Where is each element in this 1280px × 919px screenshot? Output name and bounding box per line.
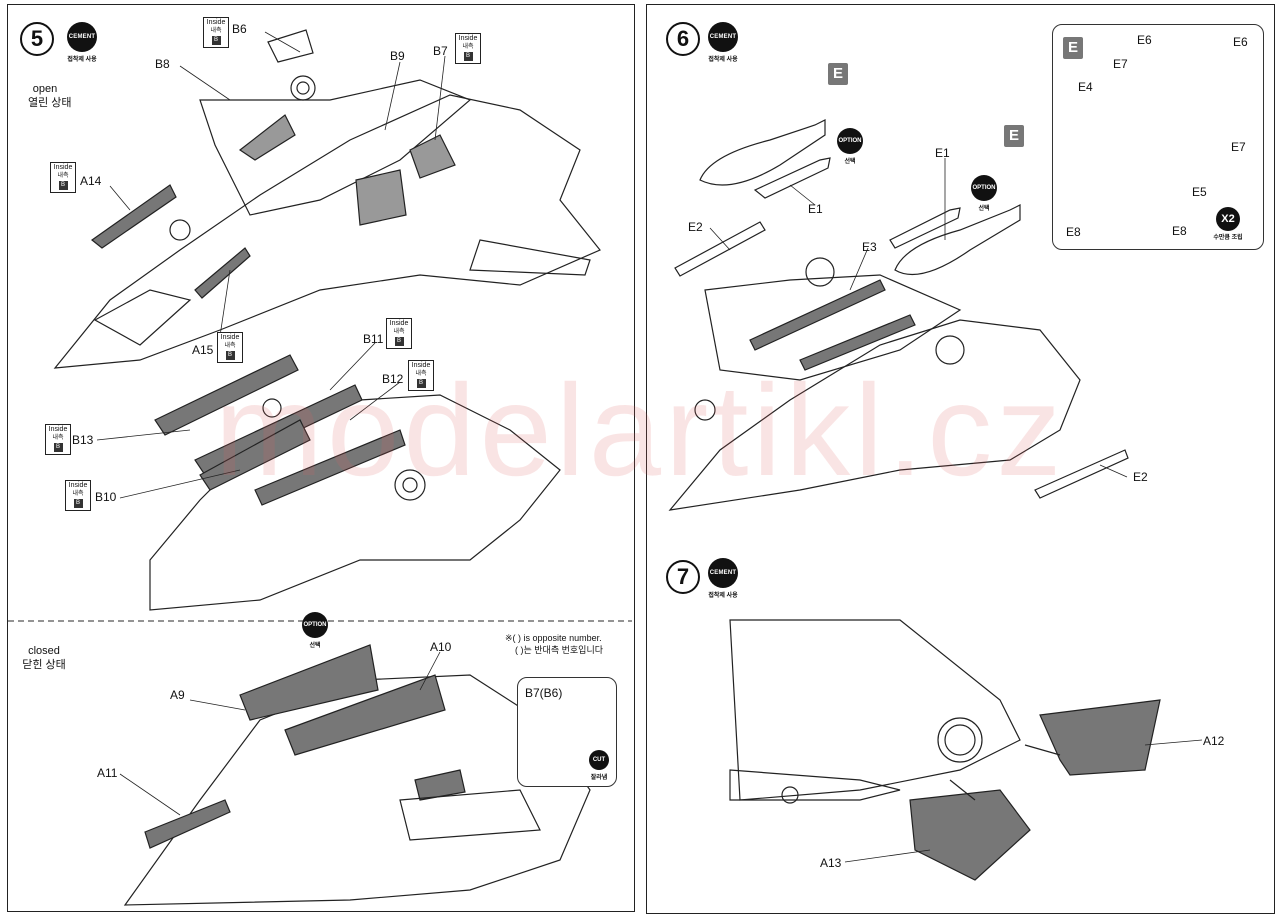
cut-caption: 잘라냄 xyxy=(590,775,608,781)
cement-caption: 접착제 사용 xyxy=(708,57,738,63)
cement-caption: 접착제 사용 xyxy=(67,57,97,63)
inside-icon: B xyxy=(416,379,426,388)
part-label-e8-b: E8 xyxy=(1172,224,1187,238)
step-6-cement-mark: CEMENT 접착제 사용 xyxy=(689,22,757,63)
inside-icon: B xyxy=(73,499,83,508)
part-label-a12: A12 xyxy=(1203,734,1225,748)
x2-caption: 수만큼 조립 xyxy=(1213,235,1243,241)
part-label-e1-a: E1 xyxy=(808,202,823,216)
inset-b7-label: B7(B6) xyxy=(525,686,563,700)
inset-e-badge: E xyxy=(1063,37,1083,59)
part-label-b7: B7 xyxy=(433,44,448,58)
part-label-a9: A9 xyxy=(170,688,185,702)
cut-icon: CUT xyxy=(589,750,609,770)
option-caption: 선택 xyxy=(309,643,321,649)
b7-detail-inset: B7(B6) CUT 잘라냄 xyxy=(517,677,617,787)
cement-icon: CEMENT xyxy=(708,558,738,588)
step-7-number: 7 xyxy=(666,560,700,594)
part-label-e4: E4 xyxy=(1078,80,1093,94)
part-label-e7-b: E7 xyxy=(1231,140,1246,154)
cement-icon: CEMENT xyxy=(67,22,97,52)
option-caption: 선택 xyxy=(844,159,856,165)
step-7-cement-mark: CEMENT 접착제 사용 xyxy=(689,558,757,599)
inside-icon: B xyxy=(53,443,63,452)
inside-icon: B xyxy=(58,181,68,190)
inside-icon: B xyxy=(463,52,473,61)
e-sprue-badge-1: E xyxy=(828,63,848,85)
inside-icon: B xyxy=(225,351,235,360)
inside-icon: B xyxy=(211,36,221,45)
step-6-option-mark-1: OPTION 선택 xyxy=(819,128,881,165)
part-label-e7-a: E7 xyxy=(1113,57,1128,71)
part-label-e6-a: E6 xyxy=(1137,33,1152,47)
cut-mark: CUT 잘라냄 xyxy=(568,750,630,781)
part-label-e8-a: E8 xyxy=(1066,225,1081,239)
step-5-number: 5 xyxy=(20,22,54,56)
part-label-e3: E3 xyxy=(862,240,877,254)
part-label-b10: B10 xyxy=(95,490,117,504)
option-icon: OPTION xyxy=(302,612,328,638)
cement-icon: CEMENT xyxy=(708,22,738,52)
part-label-a10: A10 xyxy=(430,640,452,654)
part-label-a13: A13 xyxy=(820,856,842,870)
part-label-e2-a: E2 xyxy=(688,220,703,234)
x2-icon: X2 xyxy=(1216,207,1240,231)
part-label-b12: B12 xyxy=(382,372,404,386)
part-label-a14: A14 xyxy=(80,174,102,188)
step-5-cement-mark: CEMENT 접착제 사용 xyxy=(48,22,116,63)
assemble-x2-mark: X2 수만큼 조립 xyxy=(1197,207,1259,241)
option-icon: OPTION xyxy=(837,128,863,154)
part-label-a15: A15 xyxy=(192,343,214,357)
opposite-number-note: ※( ) is opposite number.( )는 반대측 번호입니다 xyxy=(505,633,604,655)
step-5-option-mark: OPTION 선택 xyxy=(284,612,346,649)
part-label-b8: B8 xyxy=(155,57,170,71)
cement-caption: 접착제 사용 xyxy=(708,593,738,599)
e-sprue-badge-2: E xyxy=(1004,125,1024,147)
part-label-e6-b: E6 xyxy=(1233,35,1248,49)
option-caption: 선택 xyxy=(978,206,990,212)
e-sprue-detail-inset: E X2 수만큼 조립 xyxy=(1052,24,1264,250)
part-label-b9: B9 xyxy=(390,49,405,63)
part-label-a11: A11 xyxy=(97,766,118,780)
part-label-e5: E5 xyxy=(1192,185,1207,199)
step-6-number: 6 xyxy=(666,22,700,56)
step-6-option-mark-2: OPTION 선택 xyxy=(953,175,1015,212)
part-label-b11: B11 xyxy=(363,332,384,346)
part-label-e1-b: E1 xyxy=(935,146,950,160)
part-label-b6: B6 xyxy=(232,22,247,36)
part-label-e2-b: E2 xyxy=(1133,470,1148,484)
inside-icon: B xyxy=(394,337,404,346)
option-icon: OPTION xyxy=(971,175,997,201)
part-label-b13: B13 xyxy=(72,433,94,447)
